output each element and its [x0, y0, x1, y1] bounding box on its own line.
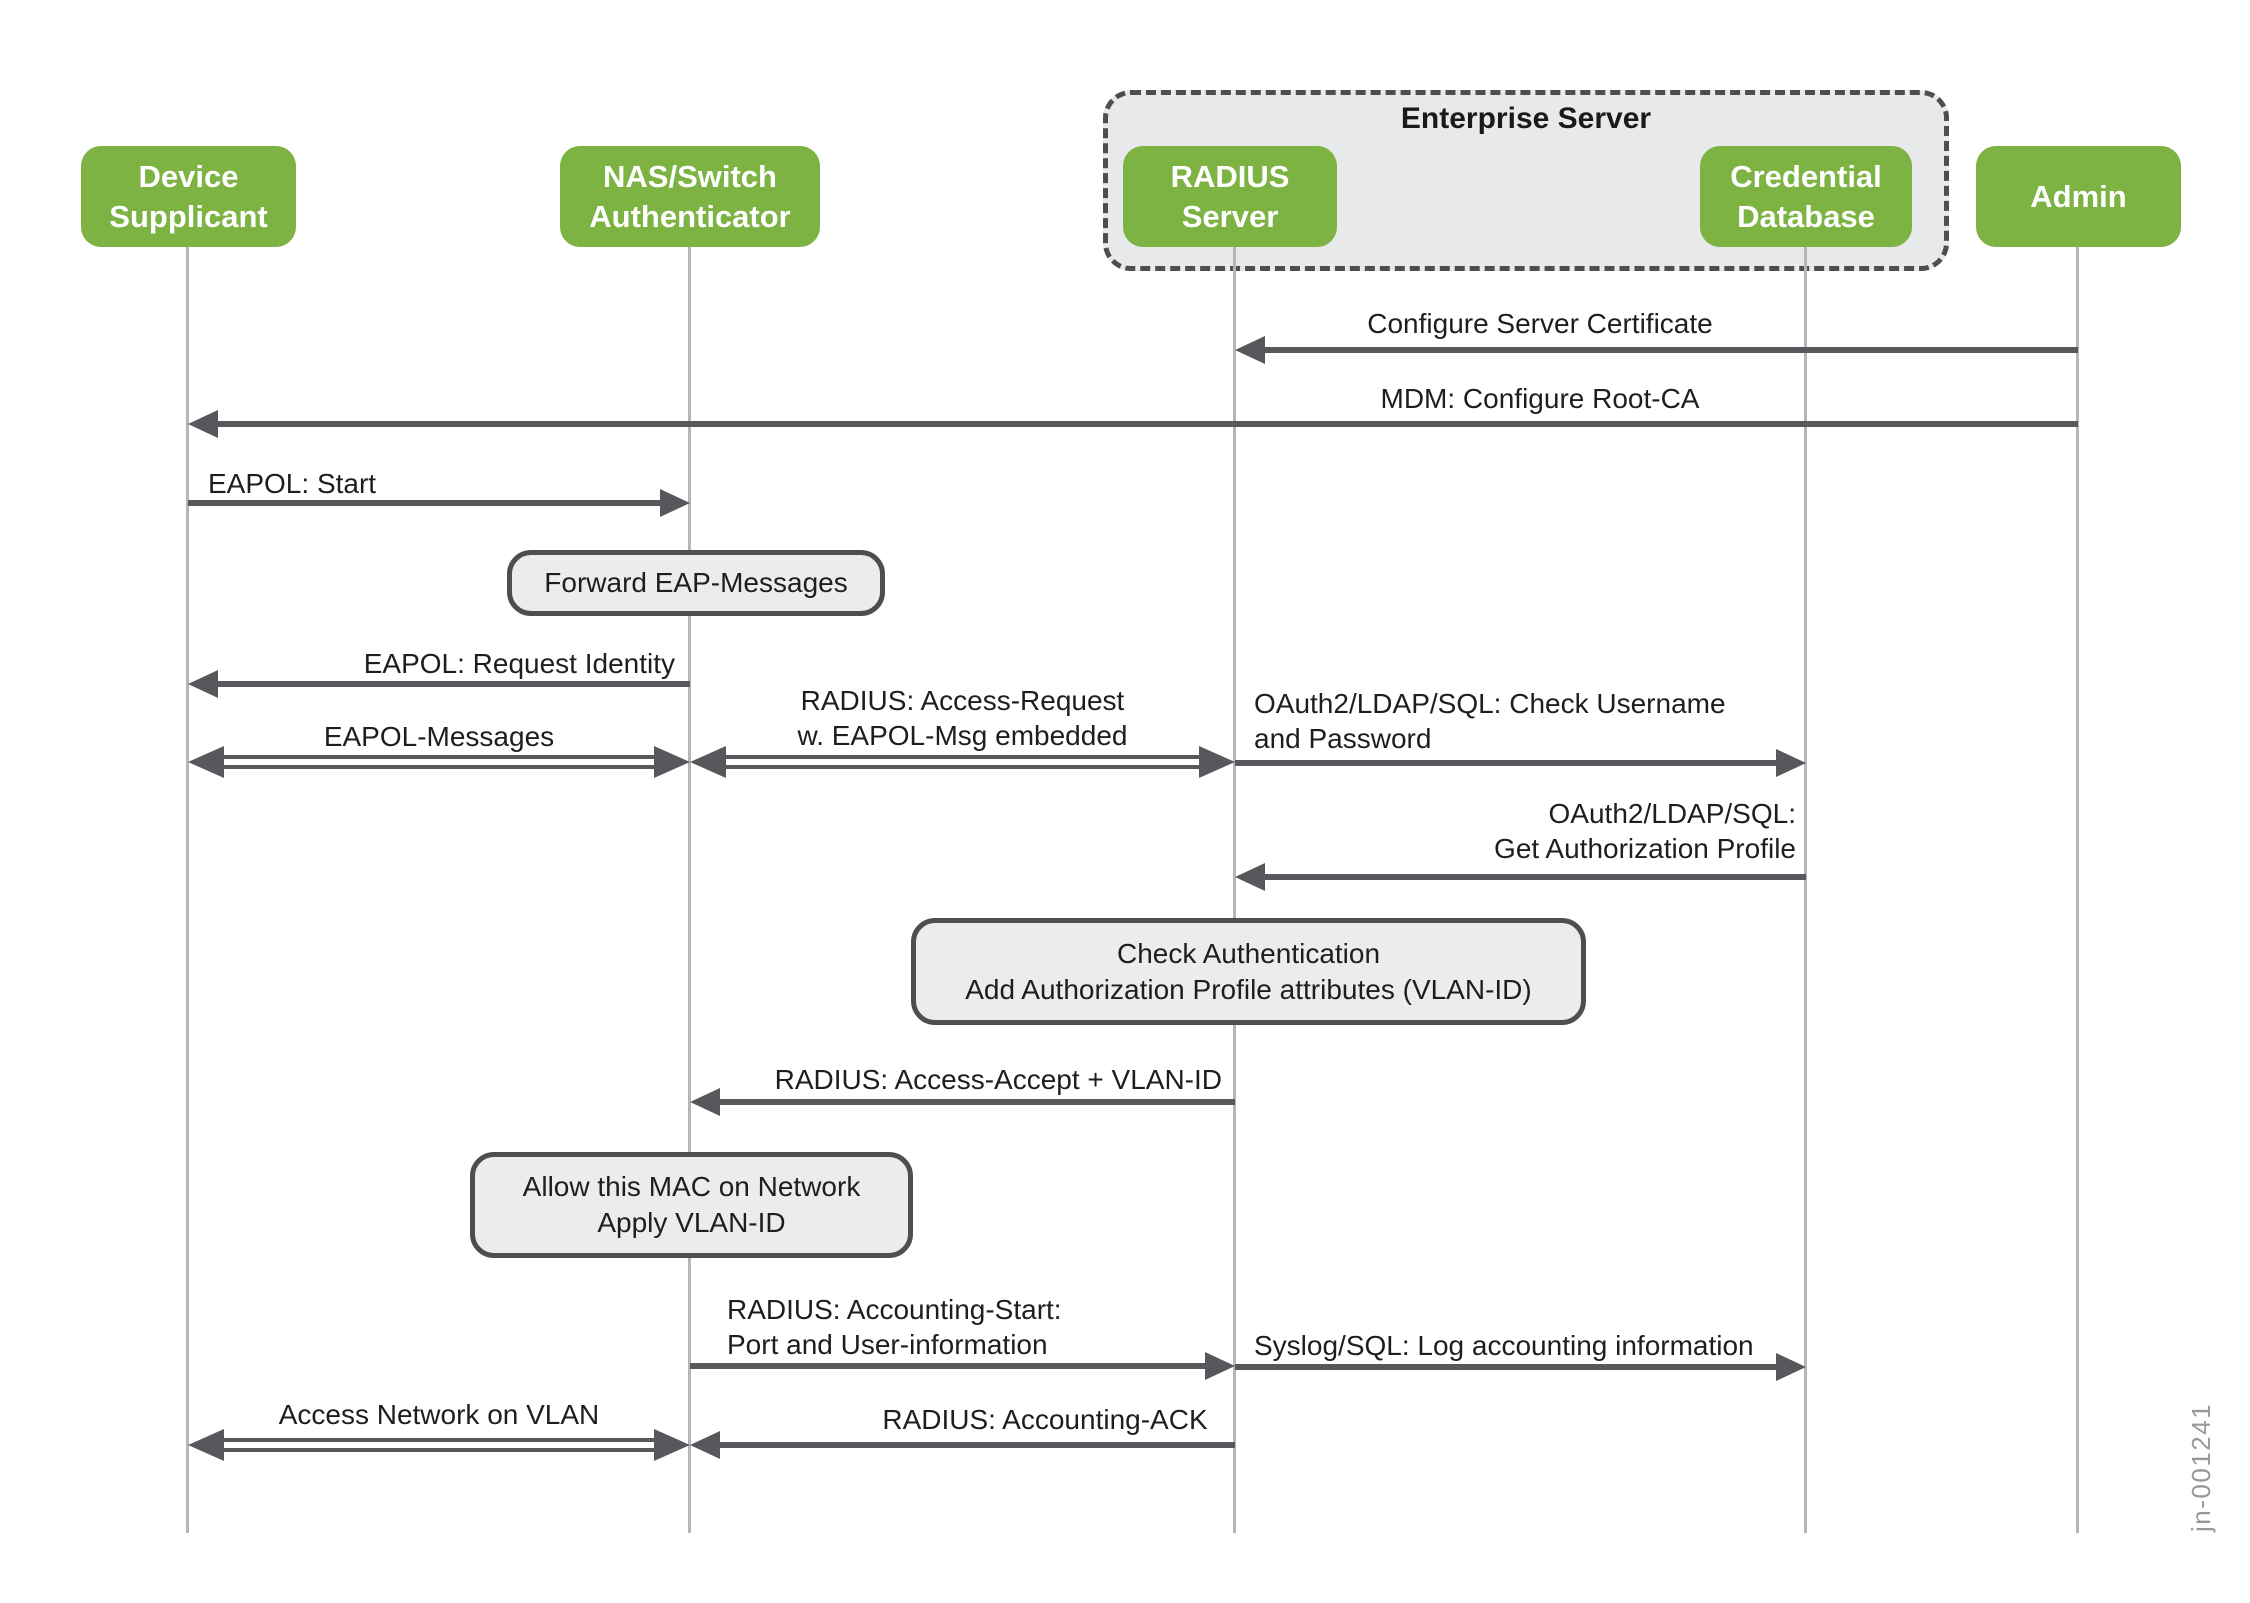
- arrow-configure-server-certificate: [1259, 347, 2078, 353]
- note-check-authentication: Check Authentication Add Authorization P…: [911, 918, 1586, 1025]
- arrowhead-left-icon: [188, 1429, 224, 1461]
- arrow-check-username-password: [1235, 760, 1782, 766]
- lifeline-credential-database: [1804, 247, 1807, 1533]
- arrow-eapol-messages: [218, 755, 662, 769]
- message-label-access-network-on-vlan: Access Network on VLAN: [278, 1399, 600, 1430]
- note-allow-mac: Allow this MAC on Network Apply VLAN-ID: [470, 1152, 913, 1258]
- arrowhead-left-icon: [188, 746, 224, 778]
- actor-label-line: Database: [1737, 198, 1875, 234]
- arrow-radius-accounting-start: [690, 1363, 1211, 1369]
- actor-label-line: Admin: [2030, 178, 2127, 214]
- arrowhead-right-icon: [1776, 749, 1806, 777]
- arrow-access-network-on-vlan: [218, 1438, 662, 1452]
- lifeline-nas-switch: [688, 247, 691, 1533]
- message-label-radius-accounting-start: RADIUS: Accounting-Start: Port and User-…: [727, 1294, 1062, 1360]
- arrow-eapol-request-identity: [212, 681, 690, 687]
- arrowhead-right-icon: [654, 746, 690, 778]
- message-label-eapol-messages: EAPOL-Messages: [323, 721, 555, 752]
- actor-label-line: Credential: [1730, 158, 1882, 194]
- message-label-check-username-password: OAuth2/LDAP/SQL: Check Username and Pass…: [1254, 688, 1726, 754]
- actor-label-line: Authenticator: [589, 198, 791, 234]
- message-label-syslog-log-accounting: Syslog/SQL: Log accounting information: [1254, 1330, 1754, 1361]
- arrowhead-right-icon: [1205, 1352, 1235, 1380]
- message-label-get-authorization-profile: OAuth2/LDAP/SQL: Get Authorization Profi…: [1494, 798, 1796, 864]
- lifeline-radius-server: [1233, 247, 1236, 1533]
- arrowhead-right-icon: [1199, 746, 1235, 778]
- message-label-mdm-configure-root-ca: MDM: Configure Root-CA: [1380, 383, 1700, 414]
- arrowhead-left-icon: [188, 410, 218, 438]
- arrowhead-left-icon: [1235, 336, 1265, 364]
- message-label-eapol-start: EAPOL: Start: [208, 468, 377, 499]
- arrow-mdm-configure-root-ca: [212, 421, 2078, 427]
- actor-label-line: RADIUS: [1170, 158, 1290, 194]
- arrow-eapol-start: [188, 500, 666, 506]
- actor-admin: Admin: [1976, 146, 2181, 247]
- figure-id-watermark: jn-001241: [2186, 1402, 2216, 1532]
- arrowhead-left-icon: [188, 670, 218, 698]
- actor-radius-server: RADIUS Server: [1123, 146, 1337, 247]
- actor-nas-switch-authenticator: NAS/Switch Authenticator: [560, 146, 820, 247]
- actor-credential-database: Credential Database: [1700, 146, 1912, 247]
- message-label-radius-accounting-ack: RADIUS: Accounting-ACK: [882, 1404, 1208, 1435]
- arrow-radius-access-accept: [714, 1099, 1235, 1105]
- lifeline-device-supplicant: [186, 247, 189, 1533]
- message-label-radius-access-request: RADIUS: Access-Request w. EAPOL-Msg embe…: [797, 685, 1128, 751]
- lifeline-admin: [2076, 247, 2079, 1533]
- enterprise-server-group-title: Enterprise Server: [1400, 102, 1652, 135]
- arrowhead-left-icon: [1235, 863, 1265, 891]
- actor-label-line: Device: [138, 158, 239, 194]
- arrow-get-authorization-profile: [1259, 874, 1806, 880]
- arrowhead-left-icon: [690, 1431, 720, 1459]
- arrowhead-left-icon: [690, 1088, 720, 1116]
- actor-label-line: Supplicant: [109, 198, 268, 234]
- message-label-eapol-request-identity: EAPOL: Request Identity: [363, 648, 675, 679]
- arrow-radius-accounting-ack: [714, 1442, 1235, 1448]
- arrowhead-right-icon: [660, 489, 690, 517]
- actor-device-supplicant: Device Supplicant: [81, 146, 296, 247]
- arrowhead-right-icon: [1776, 1353, 1806, 1381]
- actor-label-line: NAS/Switch: [603, 158, 777, 194]
- note-forward-eap-messages: Forward EAP-Messages: [507, 550, 885, 616]
- arrow-radius-access-request: [720, 755, 1205, 769]
- arrowhead-right-icon: [654, 1429, 690, 1461]
- actor-label-line: Server: [1181, 198, 1279, 234]
- arrowhead-left-icon: [690, 746, 726, 778]
- arrow-syslog-log-accounting: [1235, 1364, 1782, 1370]
- message-label-radius-access-accept: RADIUS: Access-Accept + VLAN-ID: [774, 1064, 1222, 1095]
- message-label-configure-server-certificate: Configure Server Certificate: [1367, 308, 1713, 339]
